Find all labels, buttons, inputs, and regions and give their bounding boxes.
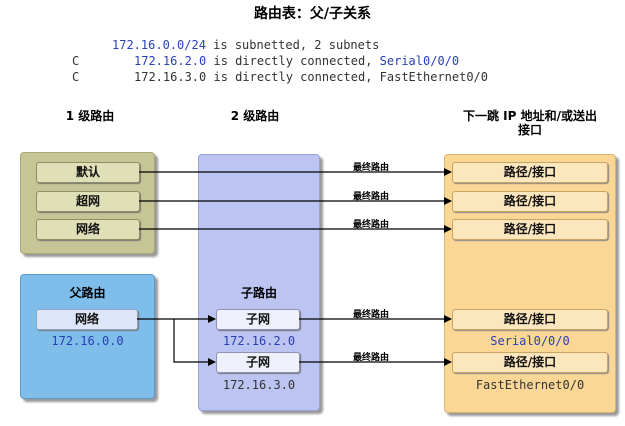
column-header-level2: 2 级路由 — [230, 109, 280, 123]
line1-rest: is subnetted, 2 subnets — [205, 38, 380, 52]
final-route-label-5: 最终路由 — [352, 353, 389, 363]
route-network-button[interactable]: 网络 — [36, 219, 140, 240]
parent-route-panel — [20, 274, 155, 399]
path-interface-button-2[interactable]: 路径/接口 — [452, 191, 608, 212]
final-route-label-4: 最终路由 — [352, 310, 389, 320]
line2-prefix: 172.16.2.0 — [134, 54, 207, 68]
line3-prefix: 172.16.3.0 — [134, 70, 207, 84]
iface-serial-label: Serial0/0/0 — [490, 334, 570, 348]
column-header-nexthop-2: 接口 — [517, 123, 542, 137]
line3-rest: is directly connected, FastEthernet0/0 — [206, 70, 489, 84]
parent-address: 172.16.0.0 — [51, 334, 124, 348]
final-route-label-1: 最终路由 — [352, 163, 389, 173]
routing-table-line-2: C — [72, 54, 79, 68]
child-address-2: 172.16.3.0 — [222, 378, 296, 392]
final-route-label-3: 最终路由 — [352, 220, 389, 230]
column-header-nexthop-1: 下一跳 IP 地址和/或送出 — [463, 109, 597, 123]
line2-iface: Serial0/0/0 — [379, 54, 460, 68]
child-route-title: 子路由 — [240, 286, 277, 300]
line2-rest: is directly connected, — [206, 54, 380, 68]
routing-table-line-1: 172.16.0.0/24 is subnetted, 2 subnets — [112, 38, 379, 52]
line3-code: C — [72, 70, 80, 84]
path-interface-button-1[interactable]: 路径/接口 — [452, 162, 608, 183]
route-supernet-button[interactable]: 超网 — [36, 191, 140, 212]
page-title: 路由表：父/子关系 — [253, 6, 372, 22]
column-header-level1: 1 级路由 — [65, 109, 115, 123]
path-interface-button-4[interactable]: 路径/接口 — [452, 309, 608, 330]
routing-table-line-2-text: 172.16.2.0 is directly connected, Serial… — [134, 54, 459, 68]
parent-network-button[interactable]: 网络 — [36, 309, 138, 330]
path-interface-button-3[interactable]: 路径/接口 — [452, 219, 608, 240]
arrow-parent-to-subnet2 — [173, 319, 216, 366]
line2-code: C — [72, 54, 80, 68]
child-subnet-button-2[interactable]: 子网 — [216, 352, 300, 373]
child-address-1: 172.16.2.0 — [222, 334, 296, 348]
path-interface-button-5[interactable]: 路径/接口 — [452, 352, 608, 373]
child-subnet-button-1[interactable]: 子网 — [216, 309, 300, 330]
routing-table-line-3: C — [72, 70, 79, 84]
parent-route-title: 父路由 — [69, 286, 106, 300]
line1-prefix: 172.16.0.0/24 — [112, 38, 206, 52]
route-default-button[interactable]: 默认 — [36, 162, 140, 183]
final-route-label-2: 最终路由 — [352, 192, 389, 202]
iface-fastethernet-label: FastEthernet0/0 — [475, 378, 585, 392]
routing-table-line-3-text: 172.16.3.0 is directly connected, FastEt… — [134, 70, 488, 84]
